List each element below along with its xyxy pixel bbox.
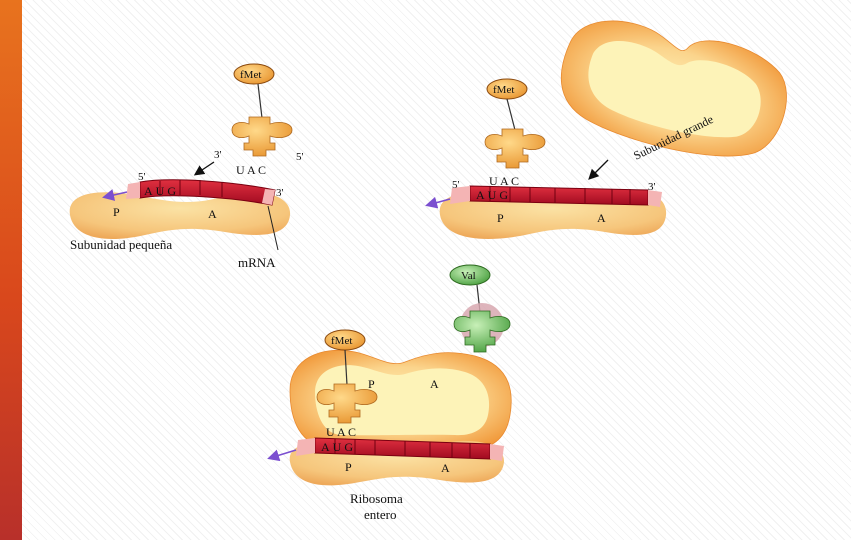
- trna-5-prime-label: 5': [296, 151, 304, 163]
- codon-label: AUG: [476, 188, 511, 202]
- left-accent-bar: [0, 0, 22, 540]
- mrna-strand: [296, 437, 504, 461]
- whole-ribosome-caption-line2: entero: [364, 507, 396, 522]
- val-amino-acid: [449, 264, 491, 286]
- anticodon-label: U A C: [236, 163, 266, 177]
- export-arrow: [425, 196, 451, 209]
- binding-arrow: [193, 161, 215, 176]
- site-a-label: A: [441, 461, 450, 475]
- small-subunit-caption: Subunidad pequeña: [70, 237, 172, 252]
- site-p-label: P: [113, 205, 120, 219]
- whole-ribosome-caption-line1: Ribosoma: [350, 491, 403, 506]
- panel-3-whole-ribosome: P A AUG P A fMet U A C: [267, 264, 512, 522]
- trna-fmet: [231, 63, 293, 157]
- large-subunit: [289, 349, 512, 449]
- codon-label: AUG: [144, 184, 179, 198]
- panel-2-large-subunit-joining: Subunidad grande AUG 5' 3' P A fMet U A: [425, 20, 787, 239]
- large-site-a-label: A: [430, 377, 439, 391]
- mrna-caption: mRNA: [238, 255, 276, 270]
- site-p-label: P: [497, 211, 504, 225]
- site-a-label: A: [597, 211, 606, 225]
- small-subunit: [69, 192, 291, 239]
- mrna-pointer-line: [267, 205, 279, 251]
- joining-arrow: [588, 159, 609, 180]
- anticodon-label: U A C: [326, 425, 356, 439]
- fmet-label: fMet: [493, 84, 514, 96]
- trna-fmet: [484, 78, 546, 169]
- anticodon-label: U A C: [489, 174, 519, 188]
- trna-val: [449, 264, 511, 353]
- panel-1-initiation: AUG 5' 3' P A fMet 3' 5' U A C Subunidad…: [69, 63, 304, 270]
- codon-label: AUG: [321, 440, 356, 454]
- mrna-3-prime-label: 3': [648, 181, 656, 193]
- mrna-3-prime-label: 3': [276, 187, 284, 199]
- val-label: Val: [461, 270, 476, 282]
- mrna-strand: [450, 185, 662, 207]
- site-p-label: P: [345, 460, 352, 474]
- mrna-5-prime-label: 5': [452, 179, 460, 191]
- fmet-amino-acid: [233, 63, 275, 85]
- export-arrow: [267, 449, 297, 462]
- fmet-label: fMet: [240, 69, 261, 81]
- site-a-label: A: [208, 207, 217, 221]
- large-subunit: [560, 20, 787, 157]
- mrna-5-prime-label: 5': [138, 171, 146, 183]
- trna-3-prime-label: 3': [214, 149, 222, 161]
- fmet-label: fMet: [331, 335, 352, 347]
- mrna-strand: [126, 179, 276, 206]
- trna-fmet: [316, 329, 378, 424]
- export-arrow: [102, 189, 128, 201]
- large-site-p-label: P: [368, 377, 375, 391]
